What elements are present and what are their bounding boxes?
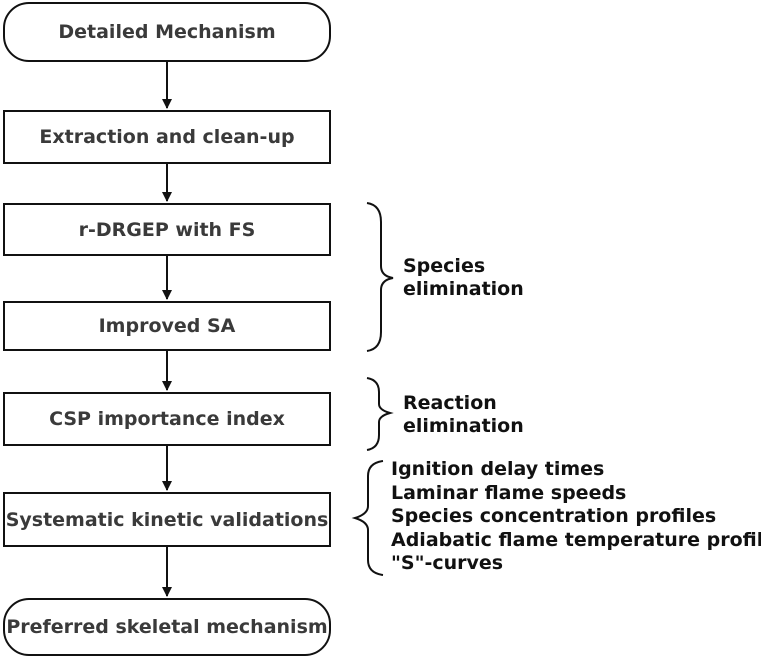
reaction-elimination-line-1: Reaction — [403, 392, 497, 414]
species-elimination-label: Species elimination — [403, 255, 524, 301]
validation-item: "S"-curves — [391, 552, 504, 574]
validation-item: Species concentration profiles — [391, 505, 717, 527]
extraction-label: Extraction and clean-up — [39, 126, 295, 148]
species-elimination-line-1: Species — [403, 255, 486, 277]
validation-list: Ignition delay times Laminar flame speed… — [391, 458, 761, 576]
r-drgep-label: r-DRGEP with FS — [78, 218, 256, 241]
validation-item: Adiabatic flame temperature profiles — [391, 528, 761, 551]
species-brace — [366, 202, 394, 352]
reaction-elimination-label: Reaction elimination — [403, 392, 524, 438]
csp-box: CSP importance index — [3, 392, 331, 446]
extraction-box: Extraction and clean-up — [3, 110, 331, 164]
detailed-mechanism-box: Detailed Mechanism — [3, 2, 331, 62]
preferred-mechanism-box: Preferred skeletal mechanism — [3, 598, 331, 656]
validation-brace — [351, 460, 384, 576]
csp-label: CSP importance index — [49, 408, 285, 430]
validation-item: Laminar flame speeds — [391, 481, 627, 504]
species-elimination-line-2: elimination — [403, 278, 524, 300]
validation-item: Ignition delay times — [391, 458, 605, 480]
reaction-elimination-line-2: elimination — [403, 415, 524, 437]
detailed-mechanism-label: Detailed Mechanism — [58, 21, 276, 43]
validations-box: Systematic kinetic validations — [3, 492, 331, 547]
improved-sa-label: Improved SA — [98, 315, 236, 337]
r-drgep-box: r-DRGEP with FS — [3, 203, 331, 256]
validations-label: Systematic kinetic validations — [5, 508, 329, 531]
improved-sa-box: Improved SA — [3, 301, 331, 351]
reaction-brace — [366, 377, 394, 451]
preferred-mechanism-label: Preferred skeletal mechanism — [6, 616, 328, 638]
